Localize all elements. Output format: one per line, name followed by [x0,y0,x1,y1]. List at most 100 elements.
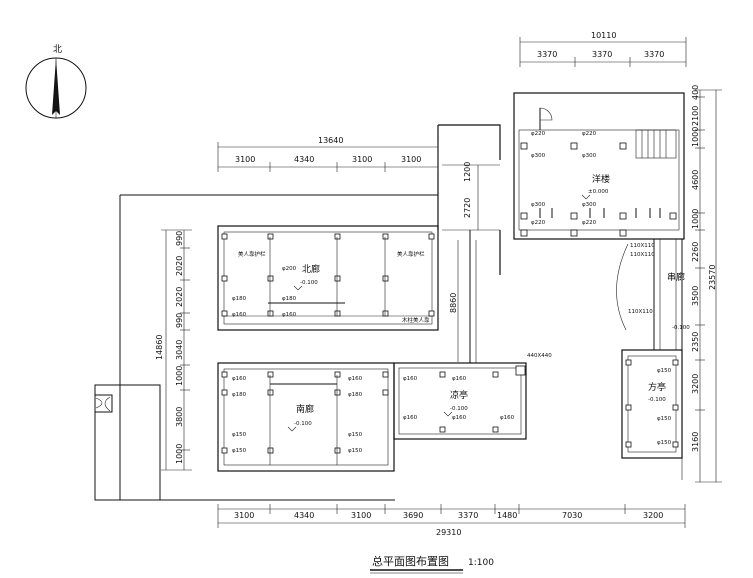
north-arrow: 北 [25,44,87,119]
north-corridor: 北廊 -0.100 美人靠护栏 美人靠护栏 木柱美人靠 φ200 φ180 φ1… [217,225,439,331]
beam-110-3: 110X110 [628,309,653,315]
col-dia: φ160 [500,415,515,421]
col-dia: φ160 [403,415,418,421]
dim-right-10: 3160 [691,432,700,452]
dim-top-east-total: 10110 [591,31,616,40]
col-dia: φ160 [452,376,467,382]
dim-top-north-3: 3100 [352,155,372,164]
dim-bottom-3: 3100 [351,511,371,520]
dim-top-east-2: 3370 [592,50,612,59]
dim-right-7: 3500 [691,286,700,306]
dim-bottom-4: 3690 [403,511,423,520]
cool-pavilion-name: 凉亭 [450,389,468,401]
col-dia: φ180 [282,296,297,302]
col-dia: φ160 [282,312,297,318]
col-dia: φ160 [348,376,363,382]
dim-top-north: 13640 3100 4340 3100 3100 [217,136,439,172]
col-dia: φ150 [232,432,247,438]
dim-left-7: 3800 [175,407,184,427]
col-dia: φ150 [657,440,672,446]
col-dia: φ150 [232,448,247,454]
dim-bottom-total: 29310 [436,528,461,537]
string-corridor-name: 串廊 [667,271,685,283]
col-dia: φ220 [531,220,546,226]
col-dia: φ160 [232,312,247,318]
dim-right-4: 4600 [691,170,700,190]
col-dia: φ150 [657,416,672,422]
dim-top-north-4: 3100 [401,155,421,164]
dim-bottom-7: 7030 [562,511,582,520]
south-corridor-level: -0.100 [294,421,312,427]
square-pavilion-name: 方亭 [648,381,666,393]
dim-left-8: 1000 [175,444,184,464]
dim-top-east: 10110 3370 3370 3370 [519,31,687,67]
dim-left-6: 1000 [175,366,184,386]
beam-440: 440X440 [527,353,552,359]
dim-left-3: 2020 [175,287,184,307]
col-dia: φ150 [657,368,672,374]
col-dia: φ220 [582,131,597,137]
drawing-title: 总平面图布置图 1:100 [370,554,494,574]
beam-110-2: 110X110 [630,252,655,258]
passage-dim-2: 2720 [463,198,472,218]
stair [635,129,677,159]
central-passage: 1200 2720 8860 [437,124,501,363]
dim-bottom-2: 4340 [294,511,314,520]
note-railing-1: 美人靠护栏 [238,250,266,258]
string-corridor-level: -0.100 [672,325,690,331]
dim-bottom-5: 3370 [458,511,478,520]
col-dia: φ180 [232,296,247,302]
dim-right-9: 3200 [691,374,700,394]
dim-top-east-3: 3370 [644,50,664,59]
scale-text: 1:100 [468,558,494,568]
col-dia: φ300 [582,202,597,208]
wall-posts [539,208,661,218]
dim-left-4: 990 [175,313,184,328]
dim-right-2: 2100 [691,106,700,126]
western-house-name: 洋楼 [592,173,610,185]
western-house: φ220 φ220 φ300 φ300 φ300 φ300 φ220 φ220 … [513,92,685,240]
col-dia: φ150 [348,432,363,438]
col-dia: φ300 [582,153,597,159]
dim-left-5: 3040 [175,340,184,360]
col-dia: φ300 [531,153,546,159]
site-outline [94,194,438,501]
col-dia: φ220 [582,220,597,226]
beam-110-1: 110X110 [630,243,655,249]
dim-left-total: 14860 [155,335,164,360]
col-dia: φ160 [232,376,247,382]
string-corridor: 110X110 110X110 110X110 串廊 -0.100 [616,239,690,350]
dim-right-8: 2350 [691,332,700,352]
south-corridor: 南廊 -0.100 φ160 φ180 φ160 φ180 φ150 φ150 … [217,362,395,472]
dim-bottom-8: 3200 [643,511,663,520]
dim-left: 14860 990 2020 2020 990 3040 1000 3800 1… [155,229,192,471]
col-dia: φ300 [531,202,546,208]
center-vertical-dim: 8860 [449,293,458,313]
note-wood-column: 木柱美人靠 [402,316,430,324]
north-corridor-level: -0.100 [300,280,318,286]
col-dia: φ160 [403,376,418,382]
north-corridor-name: 北廊 [302,263,320,275]
dim-right-5: 1000 [691,209,700,229]
title-text: 总平面图布置图 [372,554,449,568]
col-dia: φ150 [348,448,363,454]
dim-right-6: 2260 [691,242,700,262]
western-house-level: ±0.000 [588,189,609,195]
cool-pavilion-level: -0.100 [450,406,468,412]
dim-right-3: 1000 [691,127,700,147]
dim-right-1: 400 [691,85,700,100]
col-dia: φ180 [348,392,363,398]
north-label: 北 [53,44,62,55]
dim-left-1: 990 [175,231,184,246]
square-pavilion: 方亭 -0.100 φ150 φ150 φ150 [621,349,683,480]
dim-left-2: 2020 [175,256,184,276]
note-railing-2: 美人靠护栏 [397,250,425,258]
col-dia: φ220 [531,131,546,137]
col-dia: φ160 [452,415,467,421]
col-dia: φ200 [282,266,297,272]
dim-top-east-1: 3370 [537,50,557,59]
col-dia: φ180 [232,392,247,398]
south-corridor-name: 南廊 [296,403,314,415]
passage-dim-1: 1200 [463,162,472,182]
